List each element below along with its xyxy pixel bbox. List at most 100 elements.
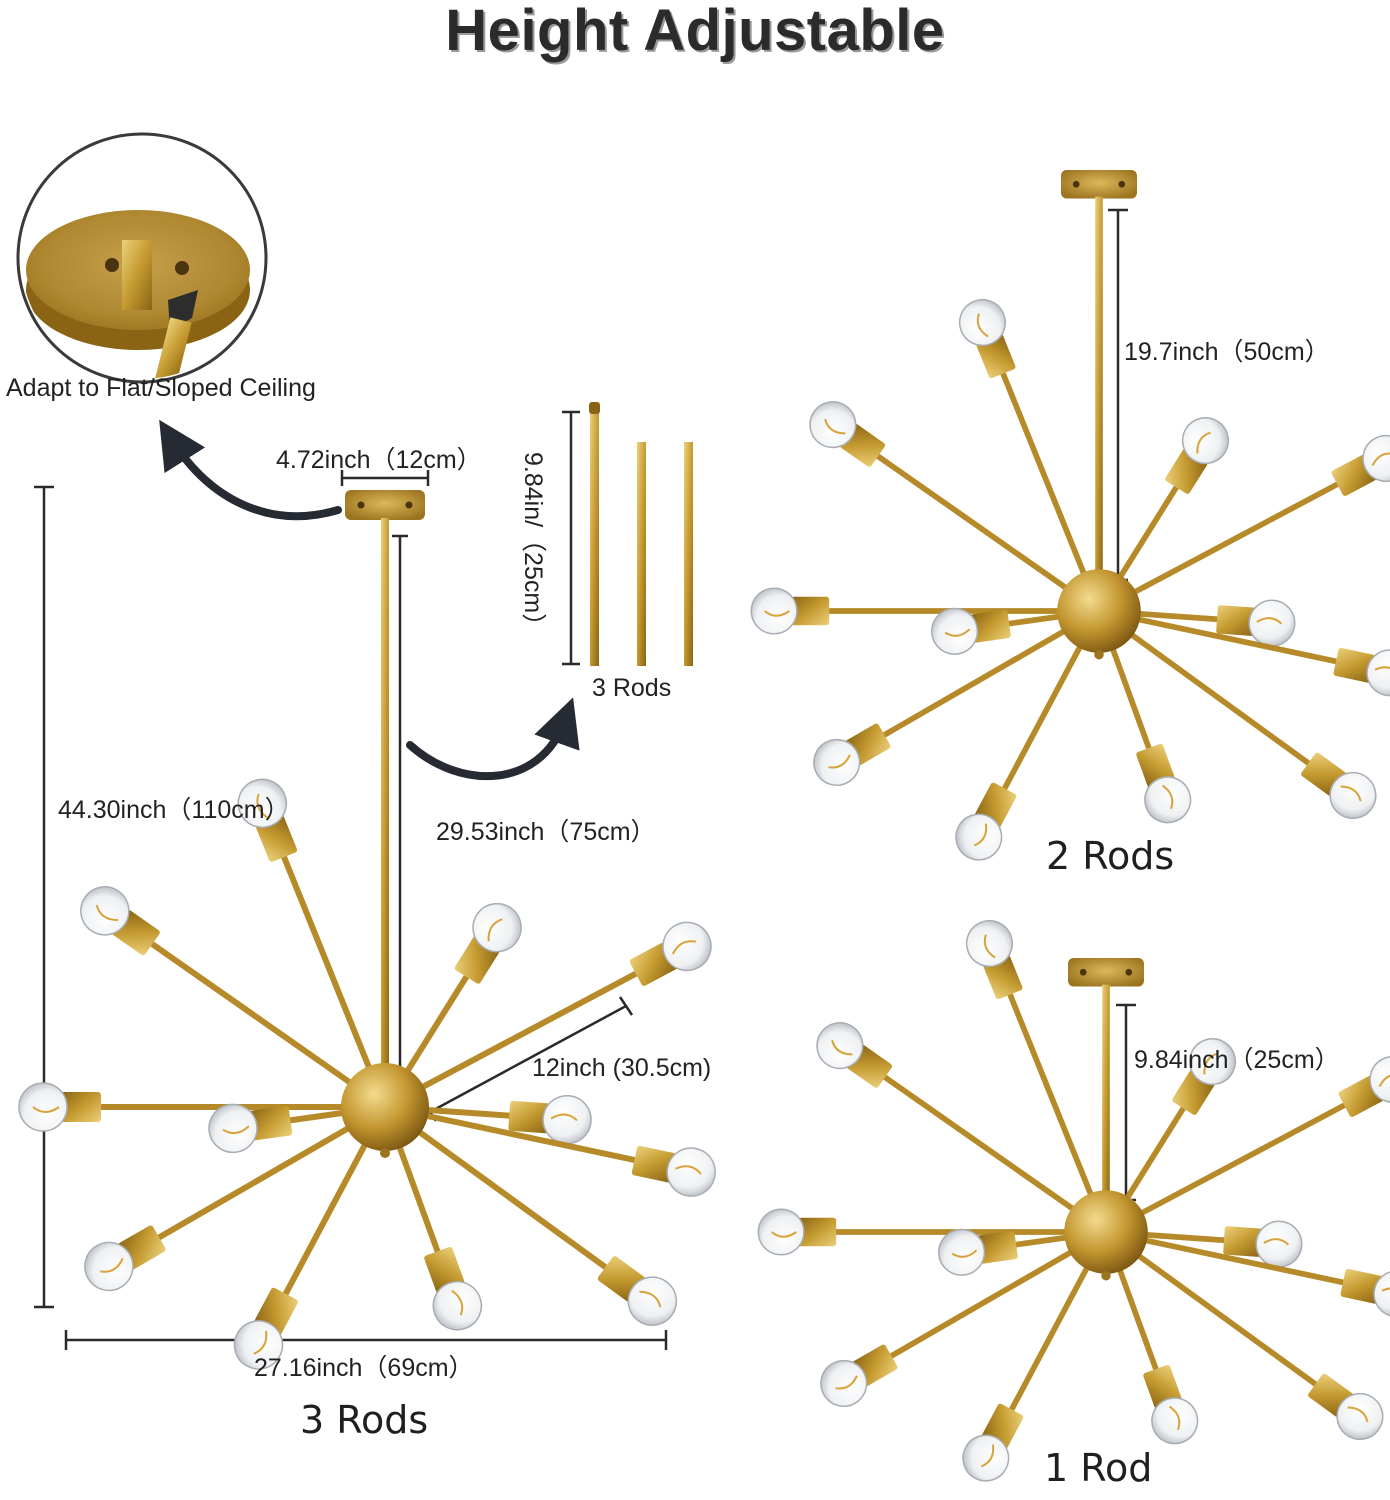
screw-hole-icon — [105, 258, 119, 272]
bulb-icon — [233, 1320, 284, 1370]
bulb-icon — [750, 587, 798, 635]
canopy — [345, 490, 425, 520]
bulb-icon — [757, 1208, 805, 1256]
canopy-stem — [122, 240, 152, 310]
bulb-icon — [958, 298, 1007, 347]
bulb-icon — [816, 1022, 864, 1070]
arm — [382, 1104, 678, 1326]
arm — [1096, 608, 1377, 820]
arm — [757, 1208, 1109, 1256]
main-fixture-caption: 3 Rods — [300, 1398, 429, 1442]
bulb-icon — [1255, 1220, 1303, 1268]
page-title: Height Adjustable — [445, 0, 945, 63]
bulb-icon — [1144, 776, 1192, 824]
bulb-icon — [1188, 1038, 1237, 1086]
arm — [84, 1104, 388, 1292]
bulb-icon — [955, 813, 1003, 861]
bulb-icon — [962, 1434, 1010, 1482]
arm — [965, 919, 1109, 1235]
caption-2-rods: 2 Rods — [1046, 834, 1175, 878]
drop-label-1-rod: 9.84inch（25cm） — [1134, 1046, 1340, 1074]
bulb-icon — [472, 902, 522, 953]
bulb-icon — [1362, 434, 1390, 483]
main-fixture-3-rods — [18, 490, 716, 1370]
main-dimension-lines — [34, 470, 668, 1350]
arm — [1103, 1229, 1390, 1318]
arm-length-label: 12inch (30.5cm) — [532, 1054, 712, 1082]
canopy — [1061, 170, 1137, 199]
rods-detail — [562, 402, 693, 666]
arm — [750, 587, 1102, 635]
caption-1-rod: 1 Rod — [1044, 1446, 1153, 1490]
arm — [1103, 1229, 1384, 1441]
ceiling-detail — [16, 132, 268, 384]
bulb-icon — [237, 778, 288, 829]
bulb-icon — [84, 1241, 134, 1292]
arrow-to-rods-detail-icon — [406, 697, 580, 781]
fixture-2-rods — [750, 170, 1390, 861]
bulb-icon — [1369, 1055, 1390, 1104]
socket — [969, 609, 1011, 643]
canopy — [1068, 958, 1144, 987]
rod-length-label: 9.84in/（25cm） — [519, 452, 547, 639]
arm — [813, 608, 1102, 786]
bulb-icon — [80, 886, 130, 936]
socket — [791, 596, 830, 626]
drop-label-2-rods: 19.7inch（50cm） — [1124, 338, 1330, 366]
bulb-icon — [1329, 771, 1377, 820]
bulb-icon — [1373, 1270, 1390, 1318]
socket — [1340, 1268, 1383, 1304]
fixture-1-rod — [757, 919, 1390, 1482]
arm — [1103, 1055, 1390, 1235]
bulb-icon — [813, 738, 861, 786]
arm — [382, 1094, 592, 1145]
socket — [1223, 1226, 1263, 1257]
canopy-width-label: 4.72inch（12cm） — [276, 446, 482, 474]
bulb-icon — [542, 1094, 592, 1145]
arm — [958, 298, 1102, 614]
arm — [382, 921, 712, 1110]
bulb-icon — [666, 1147, 716, 1197]
drop-length-label: 29.53inch（75cm） — [436, 818, 656, 846]
arm — [237, 778, 388, 1110]
bulb-icon — [208, 1103, 258, 1154]
socket — [1216, 605, 1256, 636]
arm — [816, 1022, 1109, 1235]
bulb-icon — [1336, 1392, 1384, 1441]
down-rod — [1095, 196, 1103, 595]
bulb-icon — [1151, 1397, 1199, 1445]
bulb-icon — [938, 1228, 986, 1276]
arm — [1096, 434, 1390, 614]
bulb-icon — [432, 1280, 483, 1331]
screw-hole-icon — [175, 261, 189, 275]
socket — [1333, 647, 1376, 683]
arm — [955, 608, 1102, 861]
arm — [820, 1229, 1109, 1407]
arm — [809, 401, 1102, 614]
bulb-icon — [931, 607, 979, 655]
down-rod — [381, 518, 389, 1090]
arrow-to-ceiling-detail-icon — [159, 419, 342, 521]
rods-detail-caption: 3 Rods — [592, 674, 672, 702]
bulb-icon — [627, 1276, 678, 1326]
total-height-label: 44.30inch（110cm） — [58, 796, 290, 824]
socket — [631, 1145, 677, 1183]
rod-1 — [590, 410, 599, 666]
arm — [80, 886, 388, 1110]
bulb-icon — [1248, 599, 1296, 647]
socket — [798, 1217, 837, 1247]
arm — [208, 1103, 388, 1154]
hub-sphere — [341, 1063, 429, 1151]
bulb-icon — [1181, 417, 1230, 465]
rod-3 — [684, 442, 693, 666]
rod-2 — [637, 442, 646, 666]
arm — [382, 1104, 483, 1331]
bulb-icon — [18, 1082, 68, 1132]
socket — [61, 1092, 101, 1122]
socket — [249, 1105, 293, 1141]
bulb-icon — [820, 1359, 868, 1407]
bulb-icon — [662, 921, 712, 972]
hub-sphere — [1057, 569, 1141, 653]
fixture-width-label: 27.16inch（69cm） — [254, 1354, 474, 1382]
